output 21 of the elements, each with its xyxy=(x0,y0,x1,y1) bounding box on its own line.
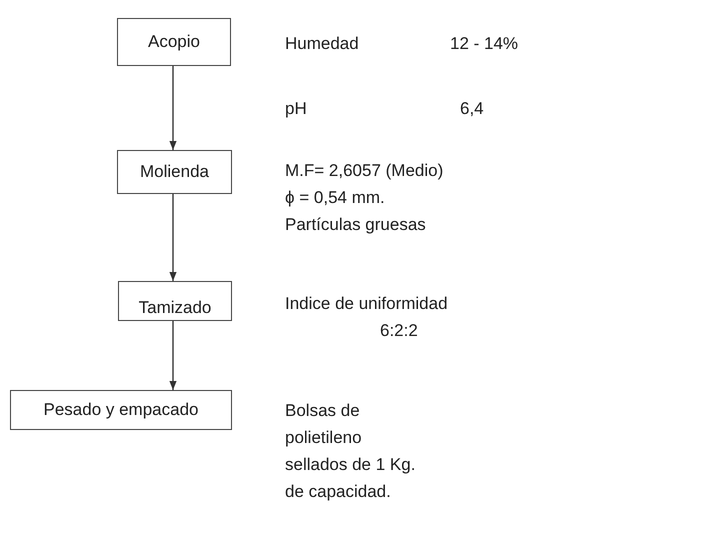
property-note: M.F= 2,6057 (Medio) xyxy=(285,160,444,182)
property-note: Bolsas de polietileno sellados de 1 Kg. de capacidad. xyxy=(285,400,416,503)
property-note: 6:2:2 xyxy=(380,320,418,342)
arrow xyxy=(169,66,177,150)
step-label: Acopio xyxy=(148,32,200,52)
step-label: Pesado y empacado xyxy=(44,400,198,420)
step-label: Tamizado xyxy=(138,298,212,318)
property-note: ϕ = 0,54 mm. xyxy=(285,187,385,209)
process-box xyxy=(10,390,232,430)
arrow xyxy=(169,194,177,281)
process-box xyxy=(117,150,232,194)
property-note: Humedad xyxy=(285,33,359,55)
step-label: Molienda xyxy=(140,162,209,182)
process-box xyxy=(118,281,232,321)
property-note: 12 - 14% xyxy=(450,33,518,55)
property-note: Partículas gruesas xyxy=(285,214,426,236)
arrow xyxy=(169,321,177,390)
property-note: 6,4 xyxy=(460,98,484,120)
process-box xyxy=(117,18,231,66)
property-note: pH xyxy=(285,98,307,120)
property-note: Indice de uniformidad xyxy=(285,293,448,315)
